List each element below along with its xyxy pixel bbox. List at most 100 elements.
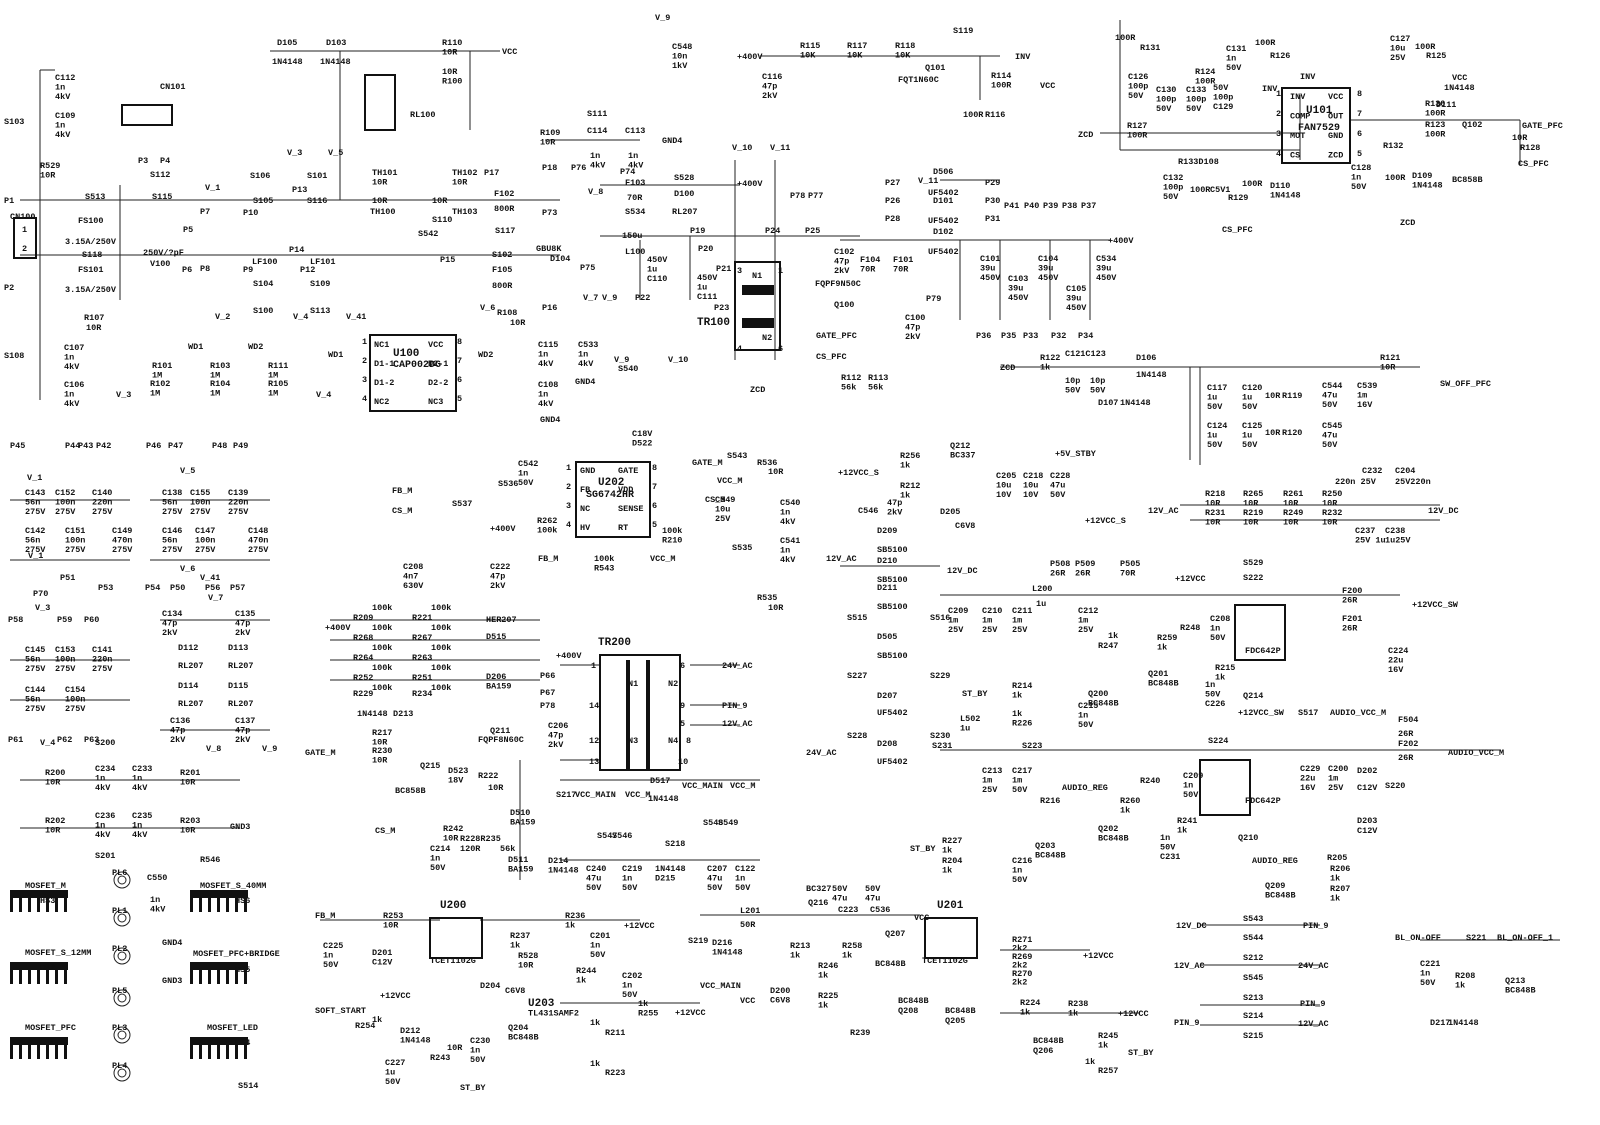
component-label-pfc: 2kV [762, 91, 778, 101]
component-label-standby: C210 [982, 606, 1002, 616]
component-label-standby: 16V [1388, 665, 1404, 675]
component-label-aux: 10p [1065, 376, 1080, 386]
component-label-fan7529: 100p [1186, 95, 1206, 105]
heatsink-fin [37, 970, 40, 984]
ic-u202-body [575, 461, 651, 538]
component-label-x_caps: 1n [95, 821, 105, 831]
component-label-bridge: P24 [765, 226, 780, 236]
component-label-bridge: GND4 [575, 377, 595, 387]
component-label-u202: HV [580, 523, 591, 533]
component-label-u202: 1 [566, 463, 571, 473]
component-label-fan7529: C129 [1213, 102, 1233, 112]
component-label-u202: S543 [727, 451, 747, 461]
heatsink-fin [37, 898, 40, 912]
component-label-x_caps: P51 [60, 573, 75, 583]
component-label-tr200: R209 [353, 613, 373, 623]
component-label-tr200: 1N4148 [548, 866, 579, 876]
component-label-tr200: 47p [548, 731, 563, 741]
connector-pin-icon [113, 909, 131, 927]
component-label-tr200: GATE_M [305, 748, 336, 758]
component-label-fan7529: 50V [1186, 104, 1202, 114]
component-label-pfc: C102 [834, 247, 854, 257]
component-label-bridge: R109 [540, 128, 560, 138]
component-label-aux: C545 [1322, 421, 1342, 431]
component-label-standby: 1k [1012, 691, 1022, 701]
component-label-aux: C238 [1385, 526, 1405, 536]
component-label-x_caps: 100n [55, 655, 75, 665]
component-label-u201: BC327 [806, 884, 832, 894]
component-label-u200: 50V [323, 960, 339, 970]
component-label-bridge: P20 [698, 244, 713, 254]
component-label-bridge: P22 [635, 293, 650, 303]
component-label-u200: C202 [622, 971, 642, 981]
component-label-pfc: GATE_PFC [816, 331, 857, 341]
component-label-standby: ST_BY [910, 844, 936, 854]
component-label-x_caps: 275V [195, 545, 216, 555]
component-label-aux: 10R [1205, 518, 1221, 528]
component-label-tr200: P66 [540, 671, 555, 681]
component-label-u200: +12VCC [624, 921, 655, 931]
component-label-fan7529: 50V [1156, 104, 1172, 114]
component-label-bridge: GND4 [662, 136, 682, 146]
component-label-standby: C215 [1078, 701, 1098, 711]
component-label-standby: FDC642P [1245, 796, 1281, 806]
component-label-fan7529: 100R [1195, 77, 1216, 87]
heatsink-fin [217, 898, 220, 912]
component-label-fan7529: 100R [1425, 130, 1446, 140]
component-label-standby: S222 [1243, 573, 1263, 583]
component-label-standby: P509 [1075, 559, 1095, 569]
component-label-u200: R237 [510, 931, 530, 941]
component-label-tr200: N2 [668, 679, 678, 689]
component-label-standby: AUDIO_REG [1252, 856, 1298, 866]
component-label-bridge: 1n [578, 350, 588, 360]
heatsink-fin [28, 898, 31, 912]
component-label-u202: 4 [566, 520, 571, 530]
component-label-input: P14 [289, 245, 304, 255]
component-label-aux: S213 [1243, 993, 1263, 1003]
component-label-input: V_4 [316, 390, 331, 400]
component-label-tr200: D515 [486, 632, 506, 642]
component-label-heatsinks: PL5 [112, 986, 127, 996]
component-label-fan7529: C132 [1163, 173, 1183, 183]
component-label-standby: S515 [847, 613, 867, 623]
component-label-aux: C232 [1362, 466, 1382, 476]
component-label-standby: C218 [1023, 471, 1043, 481]
component-label-aux: 10R [1205, 499, 1221, 509]
component-label-input: 250V/?pF [143, 248, 184, 258]
component-label-u201: R271 [1012, 935, 1032, 945]
component-label-u202: GND [580, 466, 595, 476]
component-label-pfc: C103 [1008, 274, 1028, 284]
component-label-x_caps: S200 [95, 738, 115, 748]
component-label-tr200: BC858B [395, 786, 426, 796]
component-label-u200: FB_M [315, 911, 335, 921]
component-label-pfc: P36 [976, 331, 991, 341]
heatsink-fin [190, 970, 193, 984]
component-label-tr200: 12V_AC [722, 719, 753, 729]
component-label-bridge: C533 [578, 340, 598, 350]
component-label-fan7529: VCC [1328, 92, 1343, 102]
component-label-fan7529: Q102 [1462, 120, 1482, 130]
component-label-pfc: P30 [985, 196, 1000, 206]
heatsink-fin [46, 1045, 49, 1059]
component-label-pfc: P33 [1023, 331, 1038, 341]
component-label-x_caps: C146 [162, 526, 182, 536]
component-label-tr200: S549 [718, 818, 738, 828]
component-label-u200: 50V [470, 1055, 486, 1065]
component-label-u200: R255 [638, 1009, 658, 1019]
component-label-aux: C120 [1242, 383, 1262, 393]
component-label-standby: S229 [930, 671, 950, 681]
component-label-input: S106 [250, 171, 270, 181]
component-label-u202: VDD [618, 485, 633, 495]
component-label-u200: R223 [605, 1068, 625, 1078]
component-label-input: NC2 [374, 397, 389, 407]
component-label-aux: R231 [1205, 508, 1225, 518]
component-label-input: R102 [150, 379, 170, 389]
component-label-tr200: R268 [353, 633, 373, 643]
component-label-x_caps: 275V [228, 507, 249, 517]
component-label-fan7529: VCC [1452, 73, 1467, 83]
component-label-bridge: 450V [647, 255, 668, 265]
component-label-input: 1M [210, 371, 220, 381]
component-label-x_caps: V_6 [180, 564, 195, 574]
component-label-fan7529: 4 [1276, 149, 1281, 159]
component-label-u202: 100k [537, 526, 557, 536]
